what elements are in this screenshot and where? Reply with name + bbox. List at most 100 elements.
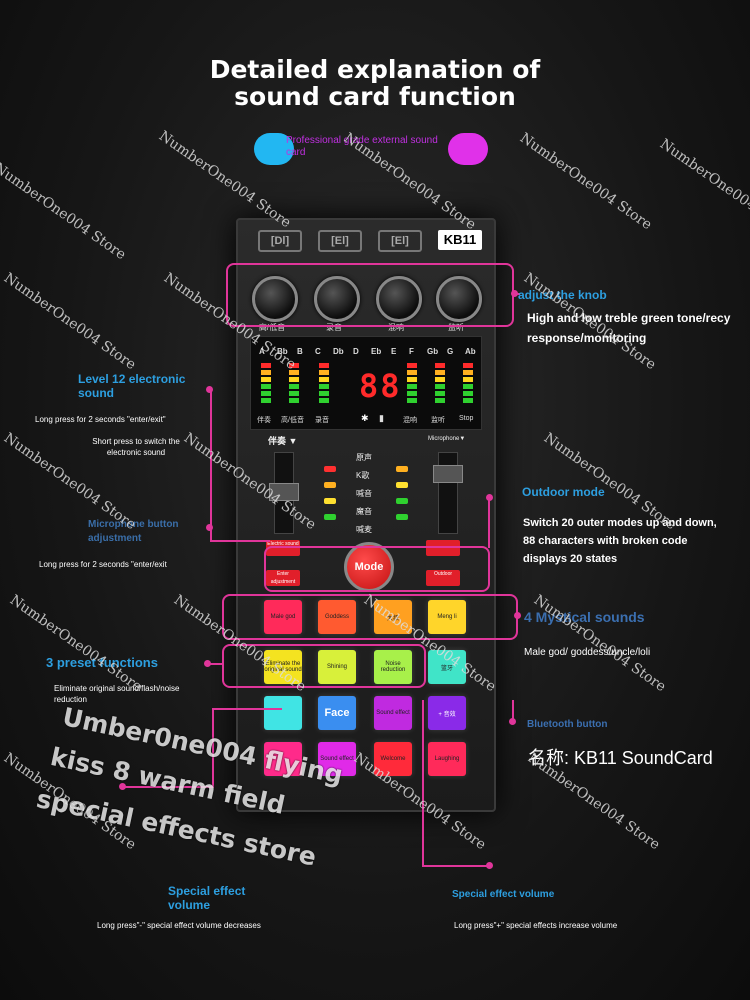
reverb-knob[interactable] [376, 276, 422, 322]
effect-pad[interactable]: Sound effect [318, 742, 356, 776]
level-meter [261, 363, 271, 405]
logo-box-3: [El] [378, 230, 422, 252]
effect-volume-left-label: Special effect volume [168, 884, 246, 912]
mic-button-label: Microphone button adjustment [88, 519, 179, 544]
long-press-text: Long press for 2 seconds "enter/exit" [35, 415, 166, 424]
callout-line [488, 498, 490, 548]
voice-mode-label: 原声 [356, 453, 372, 462]
short-press-text: Short press to switch the electronic sou… [92, 437, 180, 457]
note-label: Db [333, 347, 344, 356]
callout-line [210, 390, 212, 540]
callout-line [122, 786, 212, 788]
loli-pad[interactable]: Meng li [428, 600, 466, 634]
note-label: C [315, 347, 321, 356]
product-name: 名称: KB11 SoundCard [528, 748, 713, 768]
enter-adjustment-button[interactable]: Enter adjustment [266, 570, 300, 586]
model-badge: KB11 [438, 230, 482, 250]
record-knob[interactable] [314, 276, 360, 322]
level-meter [435, 363, 445, 405]
level-meter [319, 363, 329, 405]
knob-description: High and low treble green tone/recy resp… [527, 311, 731, 345]
callout-dot [509, 718, 516, 725]
note-label: G [447, 347, 454, 356]
title-line-1: Detailed explanation of [209, 55, 541, 84]
outdoor-up-button[interactable] [426, 540, 460, 556]
note-label: B [297, 347, 303, 356]
callout-dot [119, 783, 126, 790]
microphone-fader[interactable] [433, 452, 463, 534]
effect-volume-right-label: Special effect volume [452, 889, 555, 900]
note-label: F [409, 347, 414, 356]
accompaniment-fader[interactable] [269, 452, 299, 534]
long-press-text-2: Long press for 2 seconds "enter/exit [39, 560, 167, 569]
mode-button[interactable]: Mode [344, 542, 394, 592]
callout-line [422, 865, 488, 867]
face-pad[interactable]: Face [318, 696, 356, 730]
effect-minus-pad[interactable] [264, 696, 302, 730]
bluetooth-icon: ✱ [361, 413, 369, 423]
note-label: Ab [465, 347, 476, 356]
callout-line [422, 700, 424, 866]
title-line-2: sound card function [234, 82, 516, 111]
logo-box-2: [El] [318, 230, 362, 252]
level-indicator [396, 498, 408, 504]
callout-line [212, 708, 214, 788]
callout-dot [486, 862, 493, 869]
effect-plus-pad[interactable]: + 音效 [428, 696, 466, 730]
callout-line [512, 700, 514, 722]
callout-line [212, 708, 282, 710]
voice-mode-label: 喊音 [356, 489, 372, 498]
effect-pad[interactable] [264, 742, 302, 776]
electric-sound-button[interactable]: Electric sound [266, 540, 300, 556]
page-title: Detailed explanation of sound card funct… [0, 56, 750, 110]
knob-label: 监听 [448, 323, 464, 332]
bluetooth-label: Bluetooth button [527, 719, 608, 730]
level-indicator [324, 482, 336, 488]
sound-effect-pad[interactable]: Sound effect [374, 696, 412, 730]
laughing-pad[interactable]: Laughing [428, 742, 466, 776]
monitor-knob[interactable] [436, 276, 482, 322]
noise-reduction-pad[interactable]: Noise reduction [374, 650, 412, 684]
outdoor-down-button[interactable]: Outdoor [426, 570, 460, 586]
goddess-pad[interactable]: Goddess [318, 600, 356, 634]
level-meter [407, 363, 417, 405]
callout-dot [204, 660, 211, 667]
channel-label: 高/低音 [281, 417, 304, 424]
voice-mode-label: K歌 [356, 471, 370, 480]
bass-treble-knob[interactable] [252, 276, 298, 322]
uncle-pad[interactable]: 大叔 [374, 600, 412, 634]
knob-label: 混响 [388, 323, 404, 332]
note-label: A [259, 347, 265, 356]
callout-dot [206, 386, 213, 393]
callout-dot [514, 612, 521, 619]
eliminate-original-pad[interactable]: Eliminate the original sound [264, 650, 302, 684]
male-god-pad[interactable]: Male god [264, 600, 302, 634]
battery-icon: ▮ [379, 413, 384, 423]
effect-volume-right-desc: Long press"+" special effects increase v… [454, 921, 618, 930]
callout-line [210, 540, 270, 542]
level-indicator [324, 514, 336, 520]
note-label: Bb [277, 347, 288, 356]
channel-label: 监听 [431, 417, 445, 424]
note-label: E [391, 347, 397, 356]
level-indicator [324, 466, 336, 472]
preset-highlight-box [222, 644, 426, 688]
callout-line [210, 663, 224, 665]
cyan-pill-decoration [254, 133, 294, 165]
callout-dot [511, 290, 518, 297]
channel-label: 混响 [403, 417, 417, 424]
knob-label: 录音 [326, 323, 342, 332]
voice-mode-label: 喊麦 [356, 525, 372, 534]
vocal-sounds-label: 4 Mystical sounds [524, 609, 645, 625]
subtitle: Professional grade external sound card [286, 135, 438, 158]
seven-segment-display: 88 [359, 367, 402, 405]
callout-dot [486, 494, 493, 501]
welcome-pad[interactable]: Welcome [374, 742, 412, 776]
level-meter [463, 363, 473, 405]
level12-label: Level 12 electronic sound [78, 372, 186, 400]
shining-pad[interactable]: Shining [318, 650, 356, 684]
channel-label: 伴奏 [257, 417, 271, 424]
channel-label: Stop [459, 415, 474, 422]
level-meter [289, 363, 299, 405]
bluetooth-pad[interactable]: 篮牙 [428, 650, 466, 684]
